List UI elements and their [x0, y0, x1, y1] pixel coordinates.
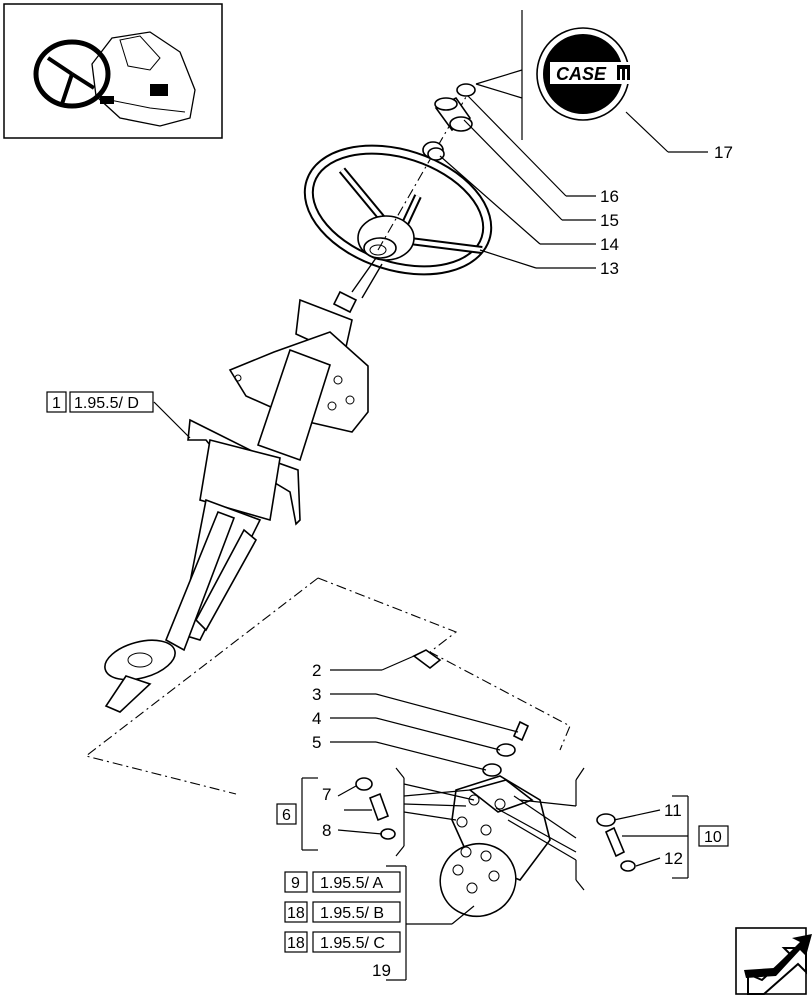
callout-13: 13 [600, 259, 619, 278]
ref-box-9[interactable]: 9 1.95.5/ A [284, 871, 401, 893]
svg-text:1.95.5/ D: 1.95.5/ D [74, 395, 139, 412]
ref-box-1[interactable]: 1 1.95.5/ D [46, 391, 154, 413]
svg-text:18: 18 [287, 905, 305, 922]
o-ring-12 [620, 860, 636, 872]
callout-12: 12 [664, 849, 683, 868]
callout-16: 16 [600, 187, 619, 206]
callout-8: 8 [322, 821, 331, 840]
adapter-6 [368, 792, 390, 822]
svg-text:6: 6 [282, 807, 291, 824]
ref-box-18-c[interactable]: 18 1.95.5/ C [284, 931, 401, 953]
callout-7: 7 [322, 785, 331, 804]
case-logo-text: CASE [556, 64, 607, 84]
steering-wheel [303, 144, 493, 276]
washer-7 [355, 777, 373, 791]
callout-3: 3 [312, 685, 321, 704]
steering-column [104, 257, 383, 713]
leader-lines [153, 10, 708, 981]
fitting-5 [482, 763, 502, 777]
nut-2 [412, 649, 442, 670]
callout-4: 4 [312, 709, 321, 728]
callout-14: 14 [600, 235, 619, 254]
screw-3 [512, 720, 530, 742]
svg-text:18: 18 [287, 935, 305, 952]
callout-5: 5 [312, 733, 321, 752]
cap-15 [434, 96, 473, 132]
callout-2: 2 [312, 661, 321, 680]
washer-4 [496, 743, 516, 757]
callout-17: 17 [714, 143, 733, 162]
svg-text:10: 10 [704, 829, 722, 846]
svg-text:1.95.5/ A: 1.95.5/ A [320, 875, 383, 892]
steering-valve [439, 775, 551, 918]
washer-16 [456, 83, 476, 97]
o-ring-8 [380, 828, 396, 840]
adapter-10 [604, 826, 626, 858]
nut-14 [422, 141, 445, 161]
washer-11 [596, 813, 616, 827]
callout-19: 19 [372, 961, 391, 980]
svg-text:1: 1 [52, 395, 61, 412]
svg-text:1.95.5/ C: 1.95.5/ C [320, 935, 385, 952]
ref-box-6[interactable]: 6 [276, 803, 297, 825]
ref-box-10[interactable]: 10 [698, 825, 729, 847]
svg-text:9: 9 [291, 875, 300, 892]
case-ih-logo: CASE [536, 27, 634, 121]
svg-text:1.95.5/ B: 1.95.5/ B [320, 905, 384, 922]
ref-box-18-b[interactable]: 18 1.95.5/ B [284, 901, 401, 923]
callout-15: 15 [600, 211, 619, 230]
callout-11: 11 [664, 801, 682, 820]
tractor-cab-thumbnail [3, 3, 223, 139]
back-arrow-icon[interactable] [735, 927, 812, 995]
